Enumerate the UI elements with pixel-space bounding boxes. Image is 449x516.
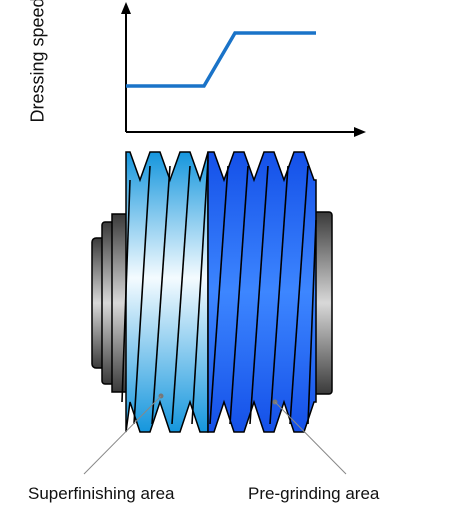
- graph: [121, 2, 366, 137]
- y-axis-label: Dressing speed: [27, 0, 48, 123]
- pregrinding-area-label: Pre-grinding area: [248, 484, 380, 503]
- superfinishing-area-label: Superfinishing area: [28, 484, 175, 503]
- superfinishing-section: [125, 151, 209, 433]
- speed-curve: [126, 31, 316, 88]
- leader-superfinishing: [83, 393, 164, 475]
- leader-pregrinding: [272, 399, 347, 475]
- thread-lines: [121, 159, 317, 425]
- y-axis-arrow: [121, 2, 131, 14]
- x-axis-arrow: [354, 127, 366, 137]
